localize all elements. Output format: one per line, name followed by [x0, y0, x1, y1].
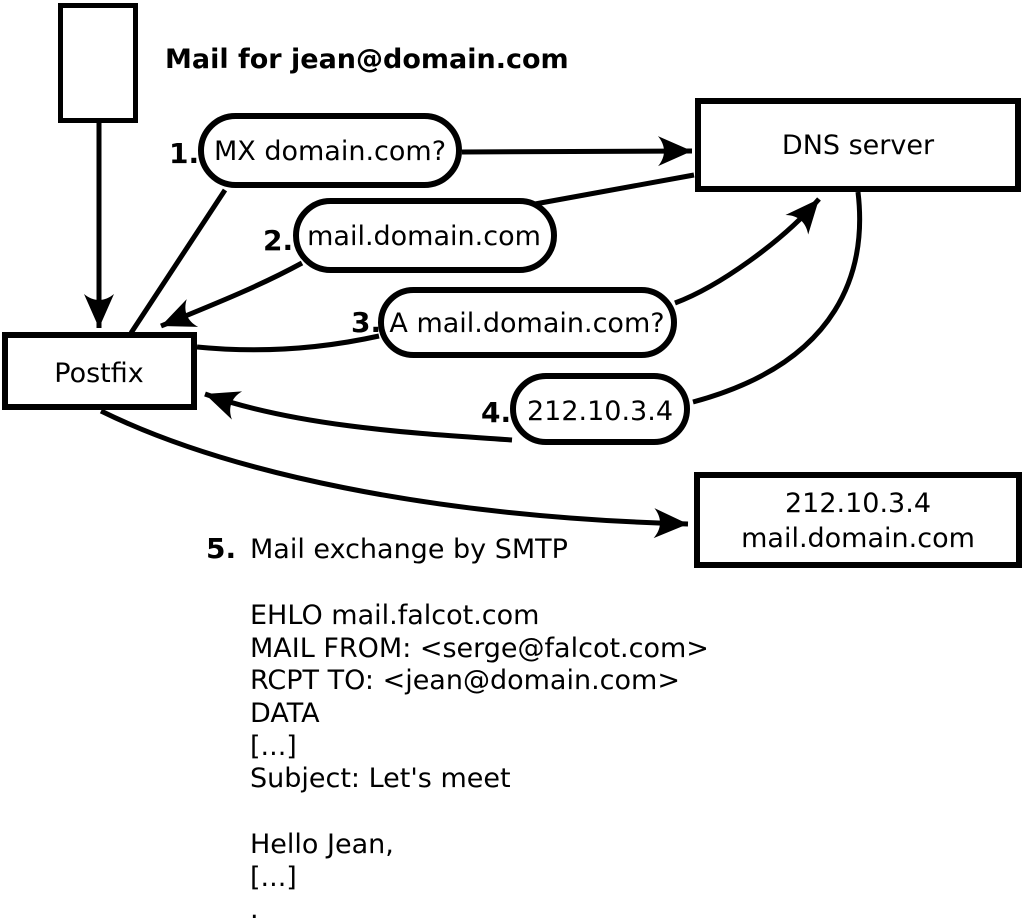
bubble-step3	[378, 287, 677, 358]
smtp-line: MAIL FROM: <serge@falcot.com>	[250, 633, 709, 664]
step2-number: 2.	[263, 224, 293, 257]
line-dns-to-step4	[692, 191, 863, 405]
destination-ip-label: 212.10.3.4	[785, 488, 931, 519]
smtp-line: EHLO mail.falcot.com	[250, 600, 539, 631]
line-postfix-to-step3	[196, 333, 380, 353]
step3-label: A mail.domain.com?	[389, 308, 664, 339]
smtp-line: DATA	[250, 698, 320, 729]
dns-server-box	[695, 98, 1021, 192]
arrow-step2-to-postfix	[160, 260, 304, 329]
step2-label: mail.domain.com	[307, 221, 541, 252]
destination-server-box	[694, 472, 1022, 568]
mail-message-box	[58, 3, 138, 123]
step4-label: 212.10.3.4	[527, 396, 673, 427]
arrow-step4-to-postfix	[204, 391, 513, 443]
arrow-step1-to-dns	[461, 136, 693, 167]
dns-server-label: DNS server	[782, 130, 935, 161]
smtp-line: .	[250, 894, 259, 919]
step4-number: 4.	[481, 396, 511, 429]
line-postfix-to-step1	[128, 188, 228, 335]
step1-label: MX domain.com?	[214, 136, 446, 167]
destination-host-label: mail.domain.com	[741, 523, 975, 554]
line-dns-to-step2	[534, 172, 695, 207]
step5-number: 5.	[206, 532, 236, 565]
bubble-step4	[510, 373, 690, 445]
smtp-line: Hello Jean,	[250, 829, 394, 860]
step1-number: 1.	[169, 137, 199, 170]
arrow-step3-to-dns	[674, 197, 821, 306]
smtp-line: [...]	[250, 731, 297, 762]
postfix-label: Postfix	[54, 358, 143, 389]
smtp-line: RCPT TO: <jean@domain.com>	[250, 665, 680, 696]
bubble-step2	[293, 198, 557, 273]
step5-label: Mail exchange by SMTP	[250, 534, 568, 565]
arrow-postfix-to-destination	[99, 408, 689, 539]
smtp-line: Subject: Let's meet	[250, 763, 511, 794]
smtp-line: [...]	[250, 862, 297, 893]
postfix-box	[2, 332, 197, 410]
bubble-step1	[198, 113, 462, 188]
diagram-title: Mail for jean@domain.com	[165, 44, 569, 75]
step3-number: 3.	[351, 306, 381, 339]
